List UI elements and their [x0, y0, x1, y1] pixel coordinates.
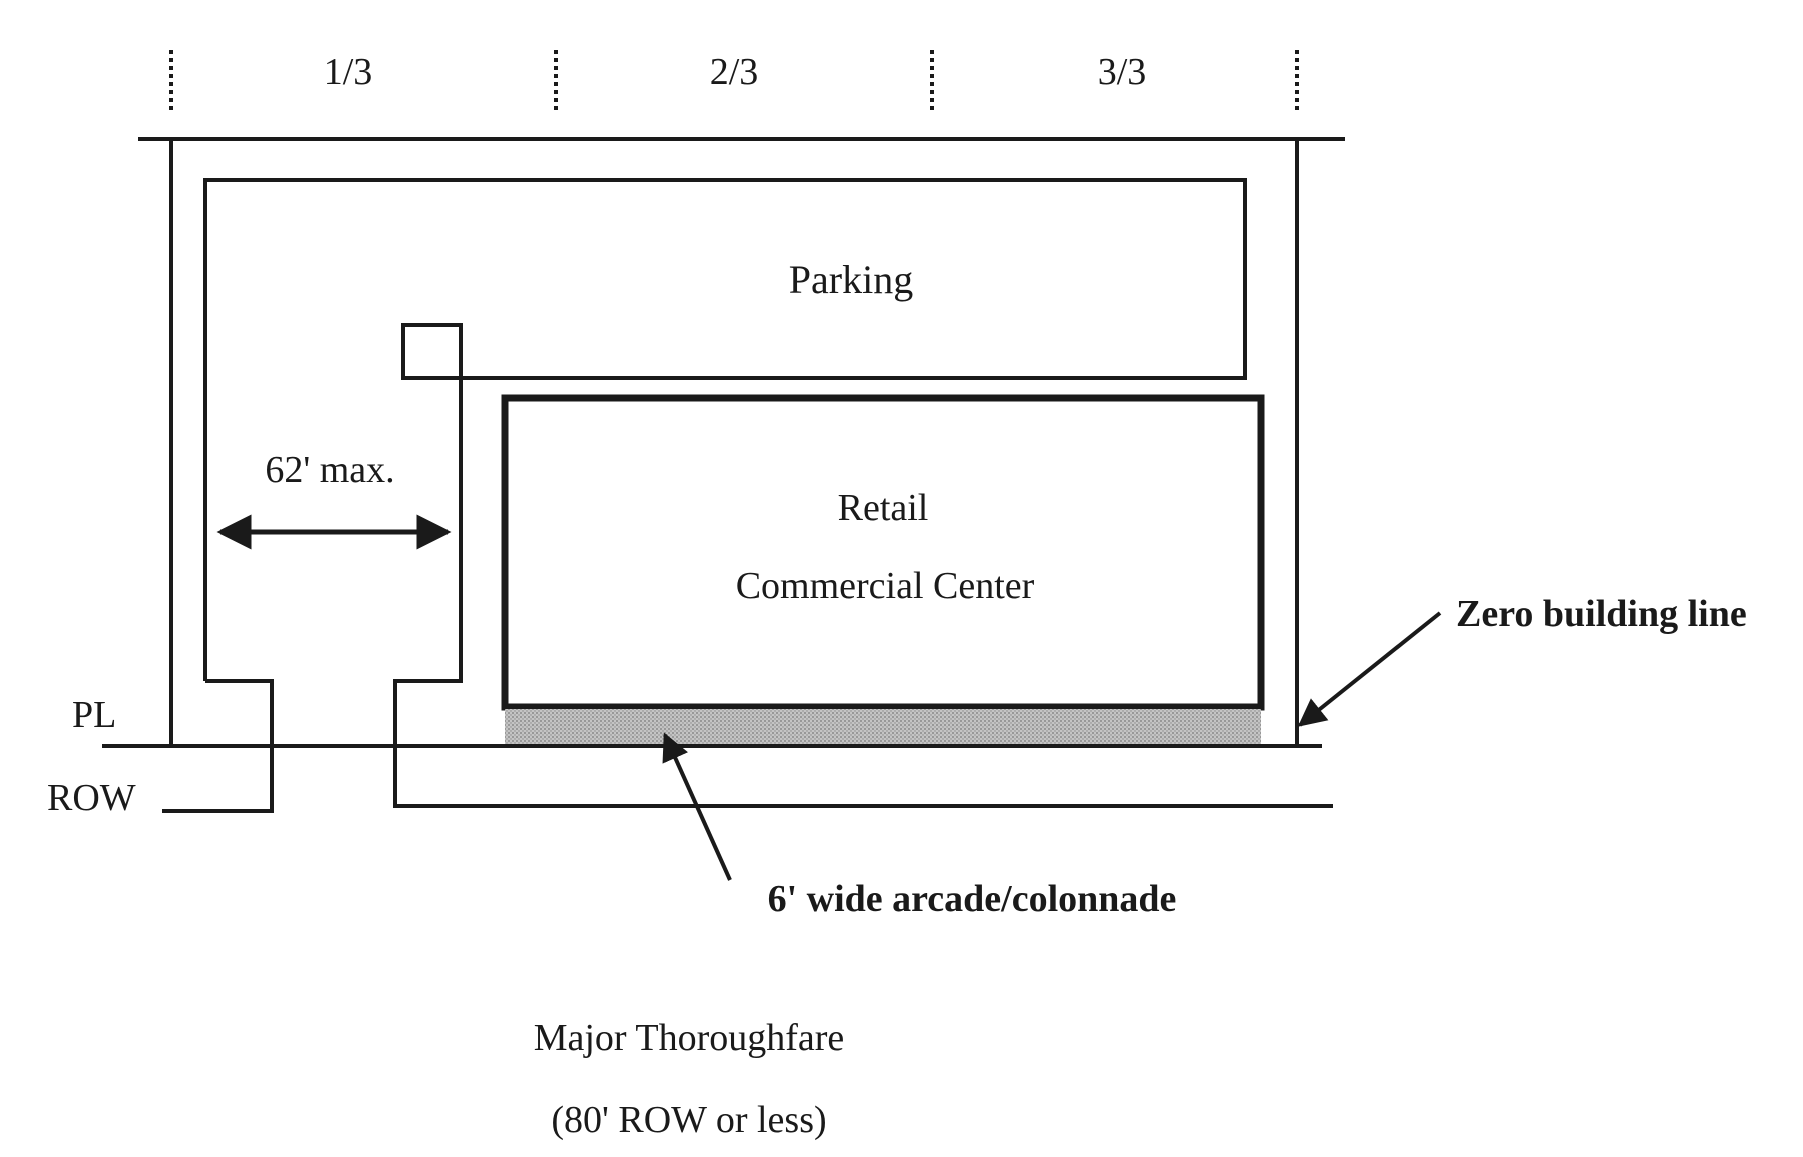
- arcade-label: 6' wide arcade/colonnade: [768, 878, 1177, 920]
- street-name-label: Major Thoroughfare: [534, 1017, 845, 1059]
- thirds-label-1: 1/3: [324, 51, 373, 93]
- parking-label: Parking: [789, 257, 913, 302]
- arcade-arrow: [662, 732, 732, 881]
- thirds-label-3: 3/3: [1098, 51, 1147, 93]
- arcade-colonnade: [505, 709, 1261, 744]
- zero-building-line-arrow: [1297, 611, 1442, 727]
- thirds-label-2: 2/3: [710, 51, 759, 93]
- kiosk-square: [401, 323, 463, 380]
- driveway-width-label: 62' max.: [265, 449, 394, 491]
- zero-building-line-label: Zero building line: [1456, 593, 1747, 635]
- commercial-center-label: Commercial Center: [736, 565, 1035, 607]
- retail-building: [501, 394, 1265, 711]
- retail-label: Retail: [838, 487, 929, 529]
- row-label: ROW: [47, 777, 136, 819]
- property-line-label: PL: [72, 694, 116, 736]
- street-row-note: (80' ROW or less): [551, 1099, 826, 1141]
